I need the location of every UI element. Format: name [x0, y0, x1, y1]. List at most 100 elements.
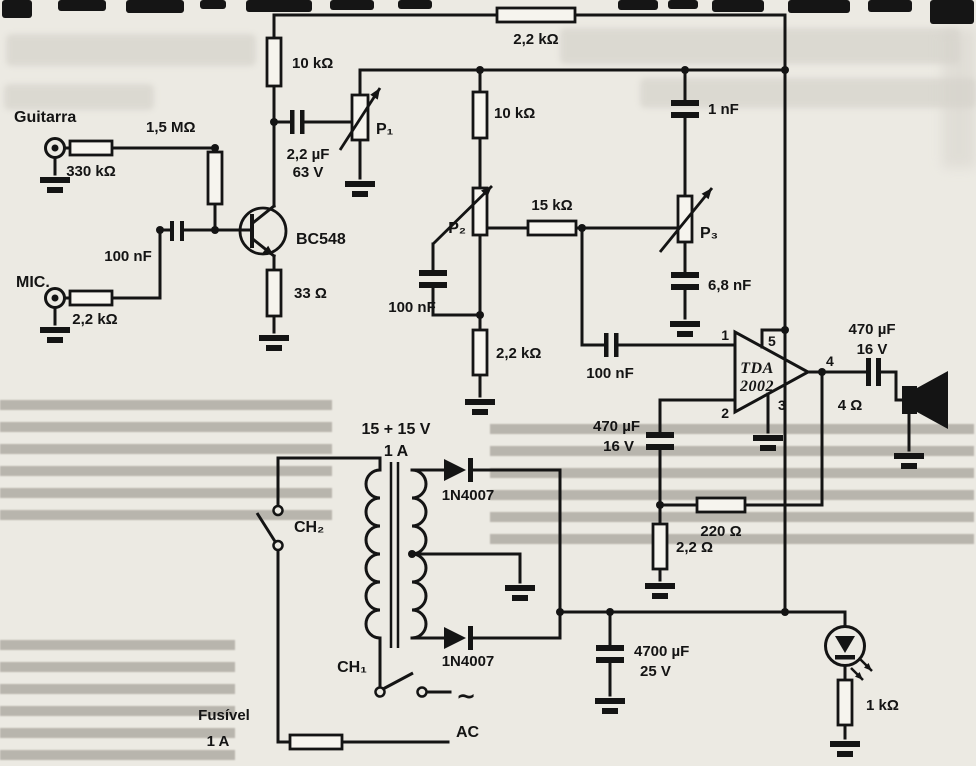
ac-input: ~ AC — [456, 682, 480, 741]
pin-5-label: 5 — [768, 333, 776, 349]
capacitor-470uf-output-voltage: 16 V — [857, 341, 888, 358]
switch-ch2-label: CH₂ — [294, 519, 324, 536]
potentiometer-p1-label: P₁ — [376, 121, 394, 138]
fuse-label: Fusível — [198, 707, 250, 724]
guitar-input-label: Guitarra — [14, 109, 76, 126]
capacitor-4700uf: 4700 µF 25 V — [596, 643, 689, 680]
potentiometer-p3-label: P₃ — [700, 225, 718, 242]
pin-2-label: 2 — [721, 405, 729, 421]
resistor-330k: 330 kΩ — [66, 139, 116, 180]
resistor-15k-label: 15 kΩ — [531, 197, 572, 214]
resistor-2k2-mic-label: 2,2 kΩ — [72, 311, 117, 328]
print-bleed-fragment — [246, 0, 312, 12]
resistor-2r2: 2,2 Ω — [651, 522, 713, 571]
pin-3-label: 3 — [778, 397, 786, 413]
capacitor-100nf-p2-label: 100 nF — [388, 299, 436, 316]
speaker-4ohm-label: 4 Ω — [838, 397, 863, 414]
transformer-voltage-label: 15 + 15 V — [362, 421, 431, 438]
potentiometer-p2: P₂ — [432, 185, 493, 245]
capacitor-470uf-output: 470 µF 16 V — [849, 321, 896, 386]
transformer-current-label: 1 A — [384, 443, 409, 460]
pin-4-label: 4 — [826, 353, 834, 369]
resistor-33: 33 Ω — [265, 268, 327, 318]
resistor-10k-collector-label: 10 kΩ — [292, 55, 333, 72]
print-bleed-fragment — [668, 0, 698, 9]
capacitor-470uf-feedback-voltage: 16 V — [603, 438, 634, 455]
print-bleed-fragment — [126, 0, 184, 13]
print-bleed-fragment — [618, 0, 658, 10]
switch-ch2: CH₂ — [255, 504, 324, 552]
ic-tda2002-label-line2: 2002 — [739, 378, 774, 395]
resistor-10k-tone: 10 kΩ — [471, 90, 535, 140]
capacitor-2u2-voltage: 63 V — [293, 164, 324, 181]
print-bleed-fragment — [868, 0, 912, 12]
print-bleed-ghost — [560, 28, 960, 64]
capacitor-100nf-tda-label: 100 nF — [586, 365, 634, 382]
bleed-text-block — [490, 420, 974, 552]
ground-symbols — [40, 177, 924, 757]
junction-dots — [156, 66, 826, 616]
print-bleed-fragment — [2, 0, 32, 18]
resistor-330k-label: 330 kΩ — [66, 163, 116, 180]
capacitor-4700uf-voltage: 25 V — [640, 663, 671, 680]
ac-wave-symbol: ~ — [456, 682, 476, 710]
speaker-4ohm: 4 Ω — [838, 371, 948, 429]
print-bleed-fragment — [788, 0, 850, 13]
resistor-10k-collector: 10 kΩ — [265, 36, 333, 88]
capacitor-4700uf-label: 4700 µF — [634, 643, 689, 660]
print-bleed-ghost — [4, 84, 154, 110]
resistor-2k2-tone-label: 2,2 kΩ — [496, 345, 541, 362]
mic-input-label: MIC. — [16, 274, 50, 291]
capacitor-100nf-input-label: 100 nF — [104, 248, 152, 265]
print-bleed-fragment — [712, 0, 764, 12]
capacitor-470uf-output-label: 470 µF — [849, 321, 896, 338]
resistor-1m5-label: 1,5 MΩ — [146, 119, 196, 136]
print-bleed-fragment — [200, 0, 226, 9]
scan-smudge — [942, 28, 976, 168]
print-bleed-fragment — [58, 0, 106, 11]
capacitor-6n8: 6,8 nF — [671, 272, 751, 294]
resistor-2r2-label: 2,2 Ω — [676, 539, 713, 556]
potentiometer-p2-label: P₂ — [448, 220, 466, 237]
capacitor-100nf-p2: 100 nF — [388, 270, 447, 316]
print-bleed-fragment — [930, 0, 974, 24]
resistor-10k-tone-label: 10 kΩ — [494, 105, 535, 122]
capacitor-470uf-feedback: 470 µF 16 V — [593, 418, 674, 455]
capacitor-470uf-feedback-label: 470 µF — [593, 418, 640, 435]
capacitor-100nf-tda: 100 nF — [586, 333, 634, 382]
resistor-220-label: 220 Ω — [700, 523, 741, 540]
resistor-2k2-supply: 2,2 kΩ — [495, 6, 577, 48]
capacitor-2u2-label: 2,2 µF — [287, 146, 330, 163]
input-jack-mic: MIC. — [16, 274, 66, 309]
bleed-text-block — [0, 636, 235, 766]
resistor-2k2-tone: 2,2 kΩ — [471, 328, 541, 377]
fuse-rating-label: 1 A — [207, 733, 230, 750]
potentiometer-p3: P₃ — [658, 187, 718, 253]
resistor-15k: 15 kΩ — [526, 197, 578, 237]
capacitor-100nf-input: 100 nF — [104, 221, 184, 265]
pin-1-label: 1 — [721, 327, 729, 343]
resistor-1m5: 1,5 MΩ — [146, 119, 224, 206]
diode-1n4007-top-label: 1N4007 — [442, 487, 495, 504]
capacitor-1nf-label: 1 nF — [708, 101, 739, 118]
resistor-2k2-mic: 2,2 kΩ — [68, 289, 118, 328]
capacitor-2u2: 2,2 µF 63 V — [287, 110, 330, 181]
diode-1n4007-bottom: 1N4007 — [442, 626, 495, 670]
print-bleed-fragment — [398, 0, 432, 9]
input-jack-guitar: Guitarra — [14, 109, 76, 159]
fuse: Fusível 1 A — [198, 707, 344, 751]
diode-1n4007-bottom-label: 1N4007 — [442, 653, 495, 670]
ic-tda2002: TDA 2002 1 2 3 4 5 — [721, 327, 834, 421]
transistor-bc548-label: BC548 — [296, 231, 346, 248]
diode-1n4007-top: 1N4007 — [442, 458, 495, 504]
print-bleed-ghost — [6, 34, 256, 66]
capacitor-1nf: 1 nF — [671, 100, 739, 118]
capacitor-6n8-label: 6,8 nF — [708, 277, 751, 294]
resistor-2k2-supply-label: 2,2 kΩ — [513, 31, 558, 48]
ac-label: AC — [456, 724, 480, 741]
resistor-33-label: 33 Ω — [294, 285, 327, 302]
wires — [53, 13, 911, 744]
print-bleed-fragment — [330, 0, 374, 10]
